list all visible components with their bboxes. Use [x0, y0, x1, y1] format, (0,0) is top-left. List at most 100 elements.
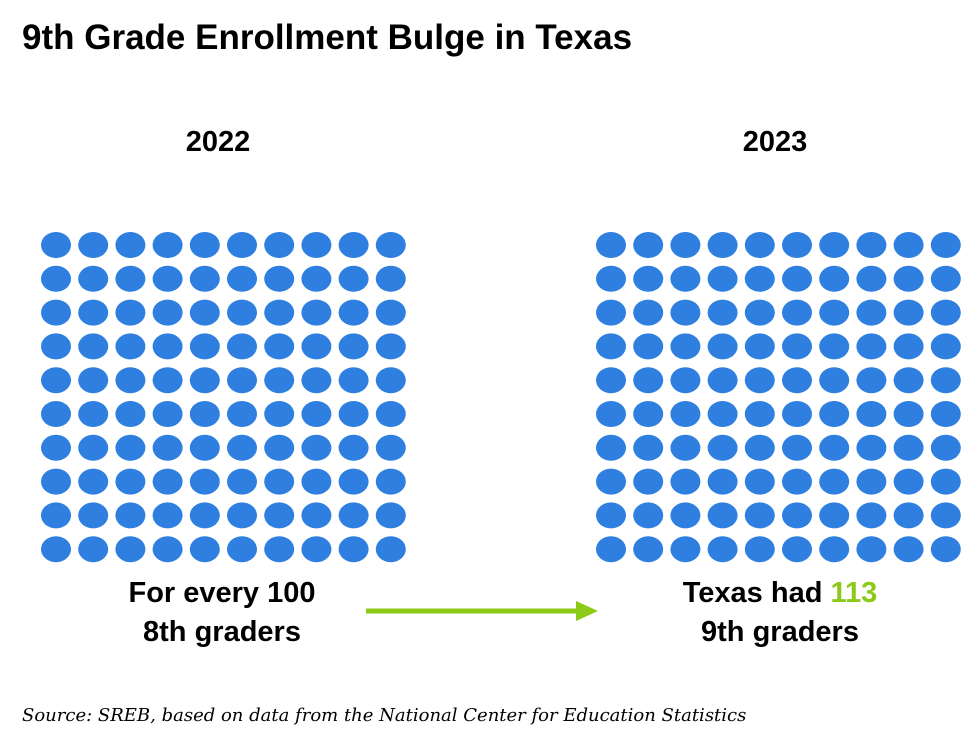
- dot-2022-r2-c6: [227, 265, 257, 292]
- dot-2023-r9-c6: [782, 502, 812, 529]
- dot-2022-r2-c2: [78, 265, 109, 292]
- dot-2022-r2-c7: [264, 265, 295, 292]
- dot-2023-r4-c1: [596, 333, 626, 360]
- dot-2023-r6-c2: [633, 401, 664, 427]
- dot-2023-r6-c10: [930, 401, 961, 427]
- dot-2022-r9-c4: [152, 502, 183, 529]
- dot-2022-r9-c7: [264, 502, 295, 529]
- dot-2023-r5-c9: [893, 367, 924, 394]
- dot-2022-r5-c4: [152, 367, 183, 394]
- dot-2022-r10-c10: [375, 536, 406, 563]
- dot-2023-r2-c9: [893, 265, 924, 292]
- caption-2023-line-1: Texas had 113: [615, 574, 945, 613]
- dot-2022-r7-c3: [115, 434, 146, 461]
- dot-2023-r10-c4: [707, 536, 738, 563]
- dot-2022-r10-c3: [115, 536, 146, 563]
- dot-2023-r10-c8: [856, 536, 887, 563]
- dot-2022-r5-c3: [115, 367, 146, 394]
- dot-2022-r3-c3: [115, 299, 146, 326]
- dot-2023-r4-c6: [782, 333, 812, 360]
- dot-2023-r7-c4: [707, 434, 738, 461]
- dot-2022-r10-c8: [301, 536, 332, 563]
- dot-2022-r3-c1: [41, 299, 71, 326]
- dot-2023-r3-c10: [930, 299, 961, 326]
- dot-2022-r7-c1: [41, 434, 71, 461]
- caption-2022: For every 100 8th graders: [57, 574, 387, 652]
- dot-2023-r2-c5: [744, 265, 775, 292]
- dot-2023-r1-c4: [707, 232, 738, 258]
- year-label-2023: 2023: [742, 126, 808, 158]
- arrow-icon: [366, 601, 598, 621]
- dot-2023-r7-c5: [744, 434, 775, 461]
- dot-2022-r2-c4: [152, 265, 183, 292]
- dot-2023-r10-c6: [782, 536, 812, 563]
- dot-2023-r2-c6: [782, 265, 812, 292]
- dot-2023-r7-c2: [633, 434, 664, 461]
- dot-2022-r8-c8: [301, 468, 332, 495]
- dot-2023-r5-c4: [707, 367, 738, 394]
- chart-title: 9th Grade Enrollment Bulge in Texas: [22, 18, 633, 57]
- dot-2023-r8-c10: [930, 468, 961, 495]
- dot-2022-r6-c6: [227, 401, 257, 427]
- caption-2023-prefix: Texas had: [682, 577, 831, 609]
- dot-2023-r6-c7: [819, 401, 850, 427]
- caption-2022-line-2: 8th graders: [143, 616, 301, 648]
- dot-2023-r4-c3: [670, 333, 701, 360]
- dot-2023-r9-c3: [670, 502, 701, 529]
- dot-2023-r1-c9: [893, 232, 924, 258]
- dot-2023-r4-c4: [707, 333, 738, 360]
- dot-2022-r3-c2: [78, 299, 109, 326]
- dot-2023-r2-c1: [596, 265, 626, 292]
- dot-2022-r6-c2: [78, 401, 109, 427]
- dot-2023-r2-c7: [819, 265, 850, 292]
- dot-2023-r1-c5: [744, 232, 775, 258]
- caption-2023-value: 113: [830, 577, 878, 609]
- dot-2022-r9-c9: [338, 502, 369, 529]
- dot-2023-r8-c4: [707, 468, 738, 495]
- dot-2022-r6-c3: [115, 401, 146, 427]
- dot-2023-r7-c7: [819, 434, 850, 461]
- dot-2023-r1-c3: [670, 232, 701, 258]
- dot-2022-r6-c1: [41, 401, 71, 427]
- dot-2022-r2-c9: [338, 265, 369, 292]
- dot-2022-r4-c9: [338, 333, 369, 360]
- dot-2022-r5-c6: [227, 367, 257, 394]
- dot-2022-r3-c4: [152, 299, 183, 326]
- dot-2022-r10-c7: [264, 536, 295, 563]
- dot-2022-r5-c5: [189, 367, 220, 394]
- dot-2022-r6-c9: [338, 401, 369, 427]
- dot-2022-r6-c8: [301, 401, 332, 427]
- dot-2023-r1-c2: [633, 232, 664, 258]
- dot-2022-r9-c2: [78, 502, 109, 529]
- dot-2022-r2-c10: [375, 265, 406, 292]
- dot-2022-r1-c4: [152, 232, 183, 258]
- dot-2023-r5-c10: [930, 367, 961, 394]
- dot-2023-r1-c7: [819, 232, 850, 258]
- dot-2023-r8-c6: [782, 468, 812, 495]
- dot-2023-r9-c10: [930, 502, 961, 529]
- dot-2023-r10-c2: [633, 536, 664, 563]
- dot-2023-r9-c1: [596, 502, 626, 529]
- dot-2022-r5-c8: [301, 367, 332, 394]
- dot-2022-r7-c7: [264, 434, 295, 461]
- dot-2023-r3-c9: [893, 299, 924, 326]
- dot-2023-r3-c2: [633, 299, 664, 326]
- dot-2022-r7-c4: [152, 434, 183, 461]
- dot-2022-r1-c10: [375, 232, 406, 258]
- arrow-head: [576, 601, 598, 621]
- dot-2023-r3-c3: [670, 299, 701, 326]
- dot-2023-r9-c8: [856, 502, 887, 529]
- dot-2023-r10-c9: [893, 536, 924, 563]
- dot-2023-r8-c1: [596, 468, 626, 495]
- dot-2022-r10-c9: [338, 536, 369, 563]
- dot-2023-r3-c1: [596, 299, 626, 326]
- dot-2022-r8-c9: [338, 468, 369, 495]
- dot-2022-r6-c5: [189, 401, 220, 427]
- dot-2023-r3-c4: [707, 299, 738, 326]
- dot-grid-2023: [596, 232, 961, 563]
- dot-2023-r10-c3: [670, 536, 701, 563]
- dot-2023-r1-c6: [782, 232, 812, 258]
- dot-2023-r8-c5: [744, 468, 775, 495]
- dot-2023-r7-c10: [930, 434, 961, 461]
- dot-2022-r1-c6: [227, 232, 257, 258]
